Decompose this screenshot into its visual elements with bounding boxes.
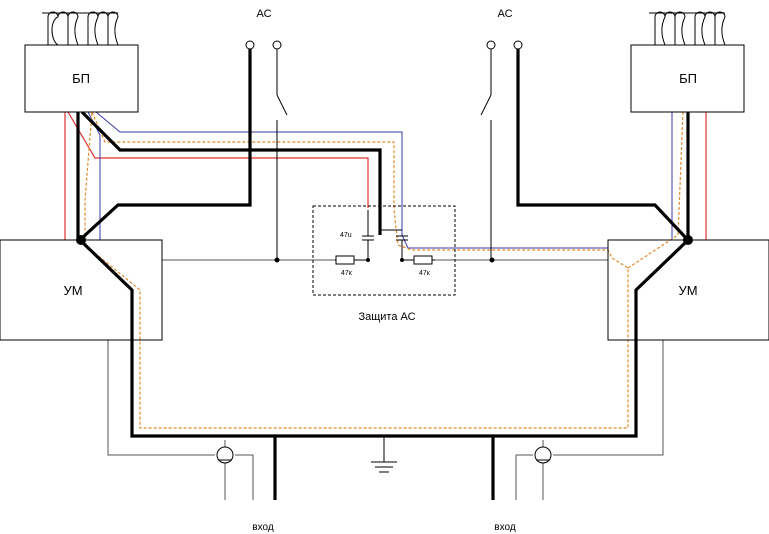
speaker-terminals-right: [486, 40, 523, 50]
psu-right-label: БП: [679, 71, 697, 86]
psu-box-right: [630, 44, 745, 113]
orange-dashed-wire: [84, 111, 684, 429]
amp-left-label: УМ: [63, 283, 82, 298]
speaker-right-label: АС: [497, 8, 512, 20]
protection-box: [312, 205, 456, 296]
thick-wires: [76, 46, 690, 500]
input-left-label: вход: [252, 522, 274, 533]
input-jack-left: [216, 446, 234, 464]
speaker-terminals-left: [245, 40, 282, 50]
capacitor-symbol: [362, 210, 408, 260]
junction-node: [489, 257, 495, 263]
input-jack-right: [534, 446, 552, 464]
blue-wires: [87, 111, 673, 249]
resistor-left-label: 47к: [341, 270, 353, 277]
psu-box-left: [24, 44, 139, 113]
transformer-right: [649, 11, 726, 46]
thin-wires: [107, 259, 664, 500]
relay-switch-right: [480, 49, 492, 260]
capacitor-label: 47u: [340, 232, 352, 239]
speaker-left-label: АС: [256, 8, 271, 20]
psu-left-label: БП: [72, 71, 90, 86]
protection-label: Защита АС: [358, 311, 415, 323]
amp-box-right: [607, 239, 769, 341]
resistor-symbols: [335, 255, 435, 265]
relay-switch-left: [276, 49, 288, 260]
ground-icon: [371, 436, 397, 473]
amp-right-label: УМ: [678, 283, 697, 298]
input-right-label: вход: [494, 522, 516, 533]
red-wires: [64, 111, 707, 240]
transformer-left: [42, 11, 119, 46]
amp-box-left: [0, 239, 163, 341]
resistor-right-label: 47к: [419, 270, 431, 277]
